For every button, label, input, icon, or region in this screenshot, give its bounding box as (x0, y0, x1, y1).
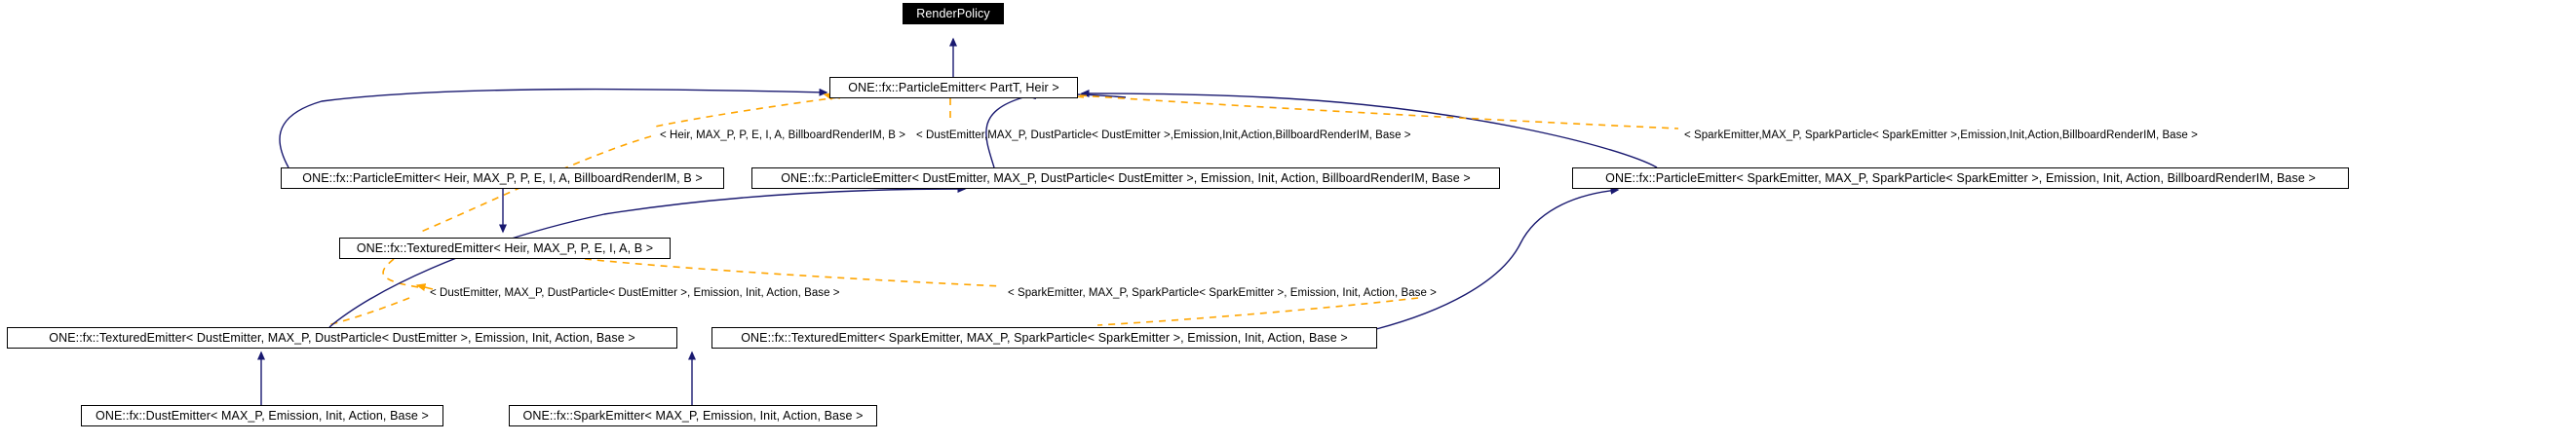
edge-template-dust-down (327, 297, 410, 326)
node-particle-emitter-spark[interactable]: ONE::fx::ParticleEmitter< SparkEmitter, … (1572, 167, 2349, 189)
node-textured-emitter-dust[interactable]: ONE::fx::TexturedEmitter< DustEmitter, M… (7, 327, 677, 349)
node-label: ONE::fx::TexturedEmitter< SparkEmitter, … (741, 330, 1348, 345)
node-label: ONE::fx::ParticleEmitter< PartT, Heir > (848, 80, 1059, 94)
edge-template-pe-to-heir (654, 96, 839, 128)
node-particle-emitter-dust[interactable]: ONE::fx::ParticleEmitter< DustEmitter, M… (751, 167, 1500, 189)
edge-label-dust-template: < DustEmitter,MAX_P, DustParticle< DustE… (916, 129, 1411, 141)
edge-label-heir-template: < Heir, MAX_P, P, E, I, A, BillboardRend… (660, 129, 905, 141)
edge-label-dust-textured-template: < DustEmitter, MAX_P, DustParticle< Dust… (430, 287, 840, 299)
node-label: ONE::fx::ParticleEmitter< SparkEmitter, … (1605, 170, 2316, 185)
node-render-policy[interactable]: RenderPolicy (903, 3, 1004, 24)
edge-te-spark-to-pe-spark (1375, 186, 1620, 330)
edge-label-spark-textured-template: < SparkEmitter, MAX_P, SparkParticle< Sp… (1008, 287, 1437, 299)
edge-label-spark-template: < SparkEmitter,MAX_P, SparkParticle< Spa… (1684, 129, 2198, 141)
node-particle-emitter-heir[interactable]: ONE::fx::ParticleEmitter< Heir, MAX_P, P… (281, 167, 724, 189)
node-spark-emitter[interactable]: ONE::fx::SparkEmitter< MAX_P, Emission, … (509, 405, 877, 426)
node-textured-emitter-heir[interactable]: ONE::fx::TexturedEmitter< Heir, MAX_P, P… (339, 238, 671, 259)
edge-pe-heir-to-pe-partt (279, 88, 828, 168)
node-label: ONE::fx::ParticleEmitter< DustEmitter, M… (781, 170, 1471, 185)
node-particle-emitter-part-t-heir[interactable]: ONE::fx::ParticleEmitter< PartT, Heir > (829, 77, 1078, 98)
node-label: ONE::fx::SparkEmitter< MAX_P, Emission, … (522, 408, 864, 423)
node-label: ONE::fx::TexturedEmitter< Heir, MAX_P, P… (356, 240, 654, 255)
node-textured-emitter-spark[interactable]: ONE::fx::TexturedEmitter< SparkEmitter, … (711, 327, 1377, 349)
node-dust-emitter[interactable]: ONE::fx::DustEmitter< MAX_P, Emission, I… (81, 405, 443, 426)
node-label: RenderPolicy (916, 6, 990, 20)
edge-template-te-heir-to-spark (584, 258, 1003, 287)
node-label: ONE::fx::TexturedEmitter< DustEmitter, M… (49, 330, 635, 345)
node-label: ONE::fx::ParticleEmitter< Heir, MAX_P, P… (302, 170, 703, 185)
edge-template-pe-to-spark (1079, 94, 1679, 129)
edge-template-te-heir-to-dust (382, 258, 426, 289)
node-label: ONE::fx::DustEmitter< MAX_P, Emission, I… (96, 408, 429, 423)
edge-template-spark-down (1096, 297, 1419, 326)
